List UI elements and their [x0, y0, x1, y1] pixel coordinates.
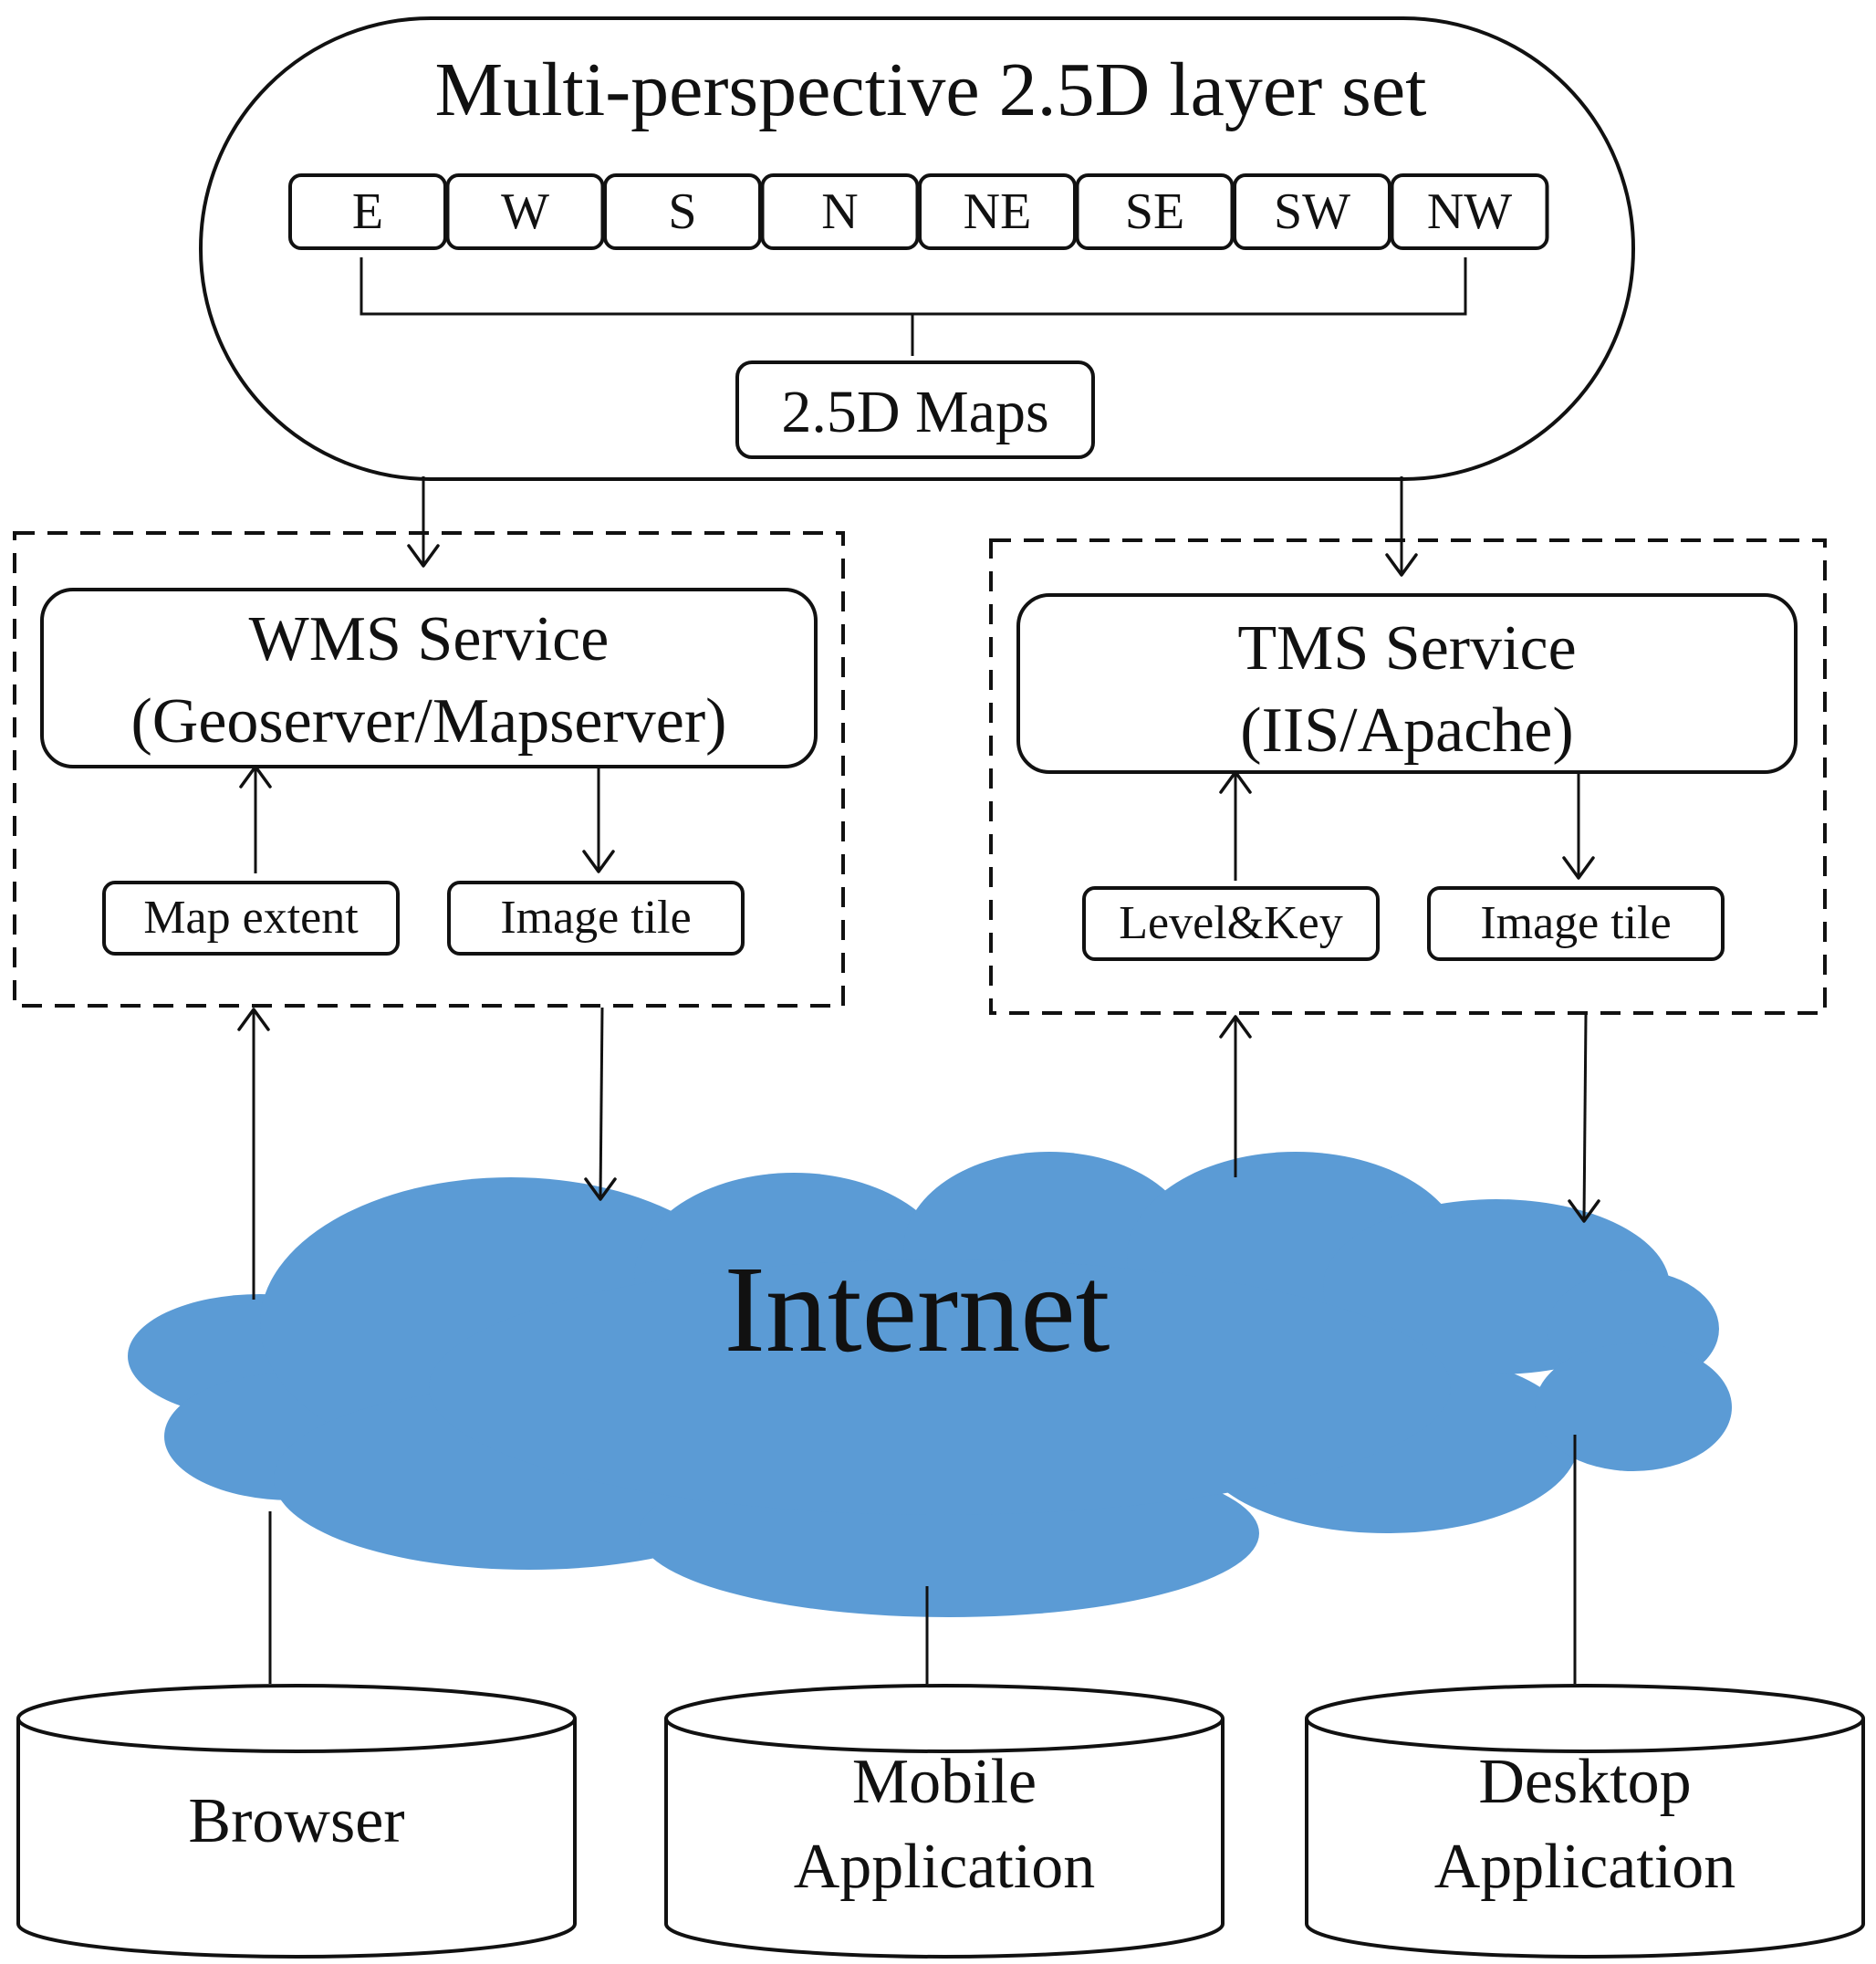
direction-box	[288, 173, 447, 250]
direction-label: NW	[1427, 183, 1512, 240]
map-extent-up-arrow	[239, 765, 272, 873]
direction-label: S	[668, 183, 696, 240]
layer-to-tms-arrow	[1385, 476, 1418, 577]
wms-subtitle: (Geoserver/Mapserver)	[130, 686, 726, 757]
tms-tile-down-arrow	[1562, 774, 1595, 880]
direction-box	[1390, 173, 1549, 250]
maps-label: 2.5D Maps	[781, 379, 1048, 445]
level-key-up-arrow	[1219, 770, 1252, 881]
map-extent-box	[102, 881, 400, 956]
direction-label: NE	[964, 183, 1032, 240]
browser-label: Browser	[188, 1786, 404, 1856]
direction-label: N	[821, 183, 858, 240]
direction-label: SE	[1125, 183, 1184, 240]
direction-box	[445, 173, 605, 250]
direction-label: W	[501, 183, 549, 240]
direction-label: SW	[1274, 183, 1350, 240]
layer-set-title: Multi-perspective 2.5D layer set	[435, 47, 1427, 132]
tms-title: TMS Service	[1237, 613, 1576, 684]
direction-box	[918, 173, 1077, 250]
map-extent-label: Map extent	[143, 892, 359, 944]
tms-to-internet-arrow	[1568, 1014, 1600, 1223]
wms-image-tile-box	[447, 881, 745, 956]
layer-set-container	[199, 16, 1635, 481]
wms-dashed-border	[13, 531, 845, 1008]
desktop-label: Application	[1434, 1832, 1735, 1902]
mobile-label: Mobile	[852, 1747, 1037, 1817]
desktop-label: Desktop	[1478, 1747, 1691, 1817]
tms-image-tile-box	[1427, 886, 1725, 961]
internet-cloud: Internet	[128, 1152, 1732, 1617]
maps-box	[735, 360, 1095, 459]
direction-box	[760, 173, 920, 250]
direction-box	[1075, 173, 1235, 250]
tms-dashed-border	[989, 538, 1827, 1015]
internet-label: Internet	[724, 1241, 1110, 1378]
layer-set-group: Multi-perspective 2.5D layer set E W S N NE S…	[199, 16, 1635, 481]
mobile-label: Application	[794, 1832, 1095, 1902]
wms-to-internet-arrow	[584, 1007, 617, 1201]
wms-service-box	[40, 588, 818, 768]
tms-subtitle: (IIS/Apache)	[1240, 695, 1573, 766]
tms-region: TMS Service (IIS/Apache) Level&Key Image…	[989, 538, 1827, 1015]
direction-label: E	[352, 183, 383, 240]
wms-title: WMS Service	[249, 604, 610, 674]
wms-tile-down-arrow	[582, 768, 615, 873]
tms-service-box	[1016, 593, 1798, 774]
browser-cylinder: Browser	[16, 1684, 577, 1959]
direction-box	[1233, 173, 1391, 250]
level-key-box	[1082, 886, 1380, 961]
tms-image-tile-label: Image tile	[1480, 897, 1671, 949]
wms-image-tile-label: Image tile	[500, 892, 691, 944]
level-key-label: Level&Key	[1119, 897, 1342, 949]
direction-box	[603, 173, 762, 250]
internet-to-wms-arrow	[237, 1008, 270, 1300]
internet-to-tms-arrow	[1219, 1015, 1252, 1177]
direction-bracket	[360, 257, 1467, 356]
direction-row: E W S N NE SE SW NW	[288, 173, 1549, 250]
wms-region: WMS Service (Geoserver/Mapserver) Map ex…	[13, 531, 845, 1008]
layer-to-wms-arrow	[407, 476, 440, 568]
